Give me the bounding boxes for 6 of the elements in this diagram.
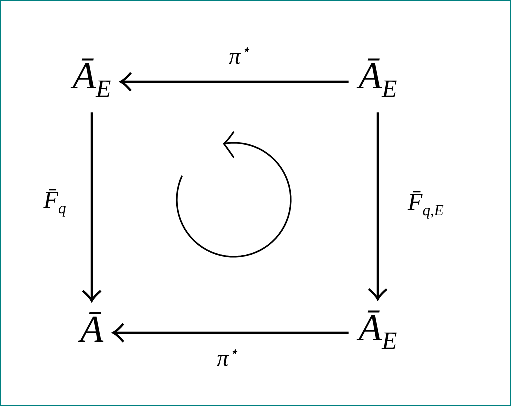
math-object: Ā$_{E}$: [356, 307, 400, 357]
math-object: Ā$_{E}$: [70, 55, 114, 105]
edge-label: F̄$_{q}$: [42, 188, 68, 218]
math-object: Ā: [78, 309, 106, 351]
math-object: Ā$_{E}$: [356, 55, 400, 105]
edge-label: F̄$_{q,E}$: [407, 190, 445, 220]
